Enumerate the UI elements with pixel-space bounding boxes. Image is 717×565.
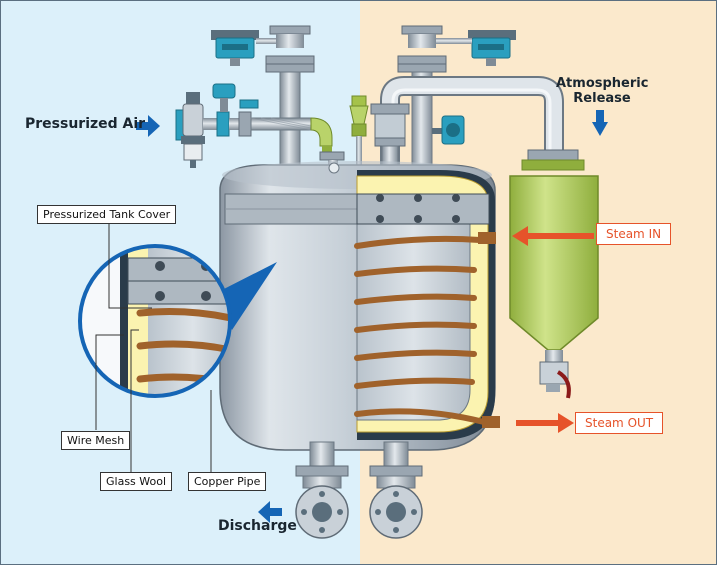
atmospheric-line1: Atmospheric xyxy=(556,76,649,91)
top-right-instrument xyxy=(468,30,516,66)
discharge-arrow xyxy=(258,501,282,523)
glass-wool-label: Glass Wool xyxy=(100,472,173,491)
steam-in-arrow xyxy=(512,226,594,246)
magnifier-callout xyxy=(78,244,277,398)
discharge-pipe-left xyxy=(295,441,349,539)
atmospheric-release-label: Atmospheric Release xyxy=(556,76,648,106)
steam-in-label: Steam IN xyxy=(596,223,672,245)
safety-valve xyxy=(349,95,369,166)
wire-mesh-label: Wire Mesh xyxy=(61,431,131,450)
discharge-label: Discharge xyxy=(218,518,297,534)
copper-coils xyxy=(354,232,500,428)
atmospheric-line2: Release xyxy=(573,91,631,106)
atmospheric-arrow xyxy=(592,110,608,136)
steam-out-arrow xyxy=(516,413,574,433)
pressurized-air-label: Pressurized Air xyxy=(25,116,146,132)
copper-pipe-label: Copper Pipe xyxy=(188,472,267,491)
condensate-separator xyxy=(509,149,599,399)
atmospheric-release-pipe xyxy=(380,76,564,180)
air-regulator xyxy=(175,83,345,170)
pressure-gauge xyxy=(432,115,465,145)
discharge-pipe-right xyxy=(369,441,423,539)
atmospheric-valve xyxy=(370,103,410,167)
top-left-instrument xyxy=(211,30,259,66)
leader-lines xyxy=(95,223,212,472)
pressurized-air-arrow xyxy=(136,115,160,137)
tank-cutaway xyxy=(356,170,495,440)
right-nozzle-pipe xyxy=(397,25,447,181)
pressurized-tank-cover-label: Pressurized Tank Cover xyxy=(37,205,177,224)
steam-out-label: Steam OUT xyxy=(575,412,664,434)
